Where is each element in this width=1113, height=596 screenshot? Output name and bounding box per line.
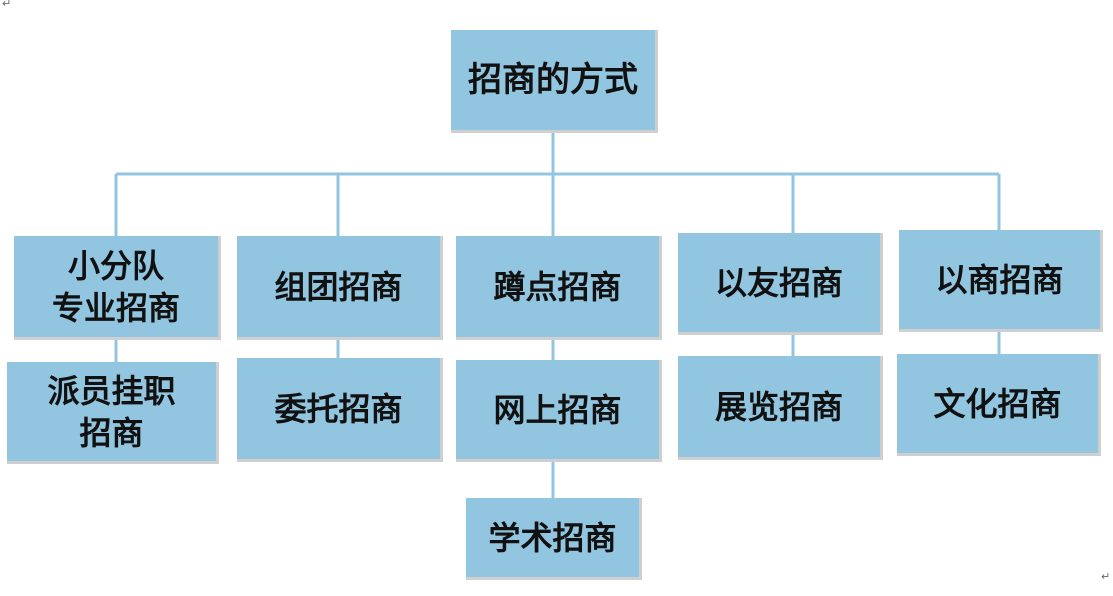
node-zhanlan: 展览招商 [678,356,883,460]
node-yiyou: 以友招商 [678,233,883,335]
node-dundian: 蹲点招商 [456,236,662,340]
paragraph-mark-top-left: ↵ [2,0,12,10]
node-weituo: 委托招商 [237,358,443,462]
node-paiyuan: 派员挂职 招商 [7,362,219,464]
paragraph-mark-bottom-right: ↵ [1101,570,1111,583]
node-zutuan: 组团招商 [237,236,443,340]
node-wenhua: 文化招商 [897,354,1101,456]
node-xueshu: 学术招商 [466,498,642,580]
root-node: 招商的方式 [451,30,658,133]
node-xiaofendui: 小分队 专业招商 [14,236,221,340]
node-wangshang: 网上招商 [456,360,662,462]
node-yishang: 以商招商 [899,230,1103,332]
